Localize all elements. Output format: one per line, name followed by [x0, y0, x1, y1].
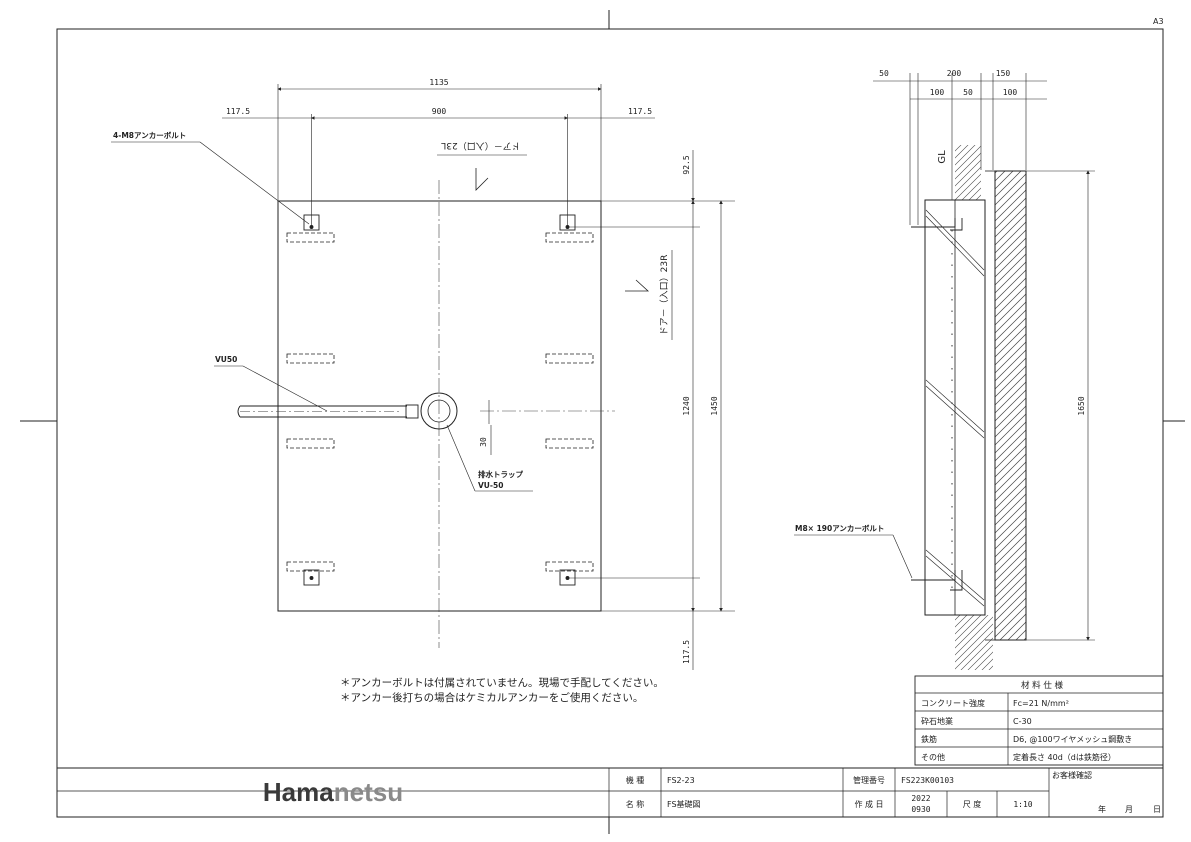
confirm-day: 日 [1153, 805, 1161, 814]
date-value-year: 2022 [911, 794, 930, 803]
section-dim-sub-a: 100 [930, 88, 945, 97]
section-dim-height: 1650 [1077, 396, 1086, 415]
spec-table-title: 材 料 仕 様 [1021, 680, 1064, 691]
dim-anchor-span: 900 [432, 107, 447, 116]
dim-side-right: 117.5 [628, 107, 652, 116]
door-swing-right-icon [625, 279, 650, 292]
dim-overall-height: 1450 [710, 396, 719, 415]
dim-inner-height: 1240 [682, 396, 691, 415]
company-logo-accent: netsu [334, 777, 403, 807]
spec-row-label: コンクリート強度 [921, 698, 985, 708]
dim-bottom-margin: 117.5 [682, 640, 691, 664]
door-swing-top-icon [475, 168, 489, 191]
date-label: 作 成 日 [854, 799, 883, 809]
confirm-month: 月 [1125, 805, 1133, 814]
section-view: 50 200 150 100 50 100 GL [794, 69, 1095, 670]
dim-overall-width: 1135 [429, 78, 448, 87]
rebar-pads [286, 232, 594, 572]
section-wall [994, 170, 1027, 641]
company-logo: Hamanetsu [263, 777, 403, 807]
drain-pipe [237, 404, 419, 419]
mgmt-value: FS223K00103 [901, 776, 954, 785]
section-dim-sub-c: 100 [1003, 88, 1018, 97]
plan-top-dimensions [222, 87, 655, 120]
sheet-size-label: A3 [1153, 17, 1164, 26]
company-logo-main: Hama [263, 777, 334, 807]
name-value: FS基礎図 [667, 799, 701, 809]
spec-row-label: 砕石地業 [921, 716, 953, 726]
mgmt-label: 管理番号 [853, 775, 885, 785]
scale-value: 1:10 [1013, 800, 1032, 809]
spec-row-value: Fc=21 N/mm² [1013, 699, 1069, 708]
door-label-right: ドア－（入口）23R [659, 255, 670, 336]
door-label-top: ドア－（入口）23L [441, 140, 520, 151]
dim-side-left: 117.5 [226, 107, 250, 116]
date-value-day: 0930 [911, 805, 930, 814]
anchor-bolt-bottom-icon [911, 570, 963, 591]
spec-row-label: 鉄筋 [921, 734, 937, 744]
section-dim-middle: 200 [947, 69, 962, 78]
gl-label: GL [937, 150, 948, 164]
sheet-border [20, 10, 1185, 834]
soil-hatch-bottom [955, 615, 993, 670]
section-bolt-label: M8× 190アンカーボルト [795, 523, 884, 533]
section-dim-left: 50 [879, 69, 889, 78]
spec-row-label: その他 [921, 752, 945, 762]
note-line-2: ＊アンカー後打ちの場合はケミカルアンカーをご使用ください。 [340, 691, 643, 704]
scale-label: 尺 度 [963, 799, 982, 809]
trap-label-type: VU-50 [478, 481, 503, 490]
confirm-year: 年 [1098, 804, 1106, 814]
trap-label-title: 排水トラップ [478, 469, 523, 479]
spec-row-value: C-30 [1013, 717, 1032, 726]
title-block [57, 767, 1163, 817]
spec-row-value: D6, @100ワイヤメッシュ鋼敷き [1013, 734, 1132, 744]
anchor-bolt-label: 4-M8アンカーボルト [113, 130, 186, 140]
dim-trap-offset: 30 [479, 437, 488, 447]
spec-row-value: 定着長さ 40d（dは鉄筋径） [1013, 752, 1116, 762]
anchor-bolt-top-icon [911, 218, 963, 231]
model-label: 機 種 [626, 775, 645, 785]
name-label: 名 称 [626, 799, 645, 809]
plan-right-dimensions [691, 150, 723, 670]
section-dim-right: 150 [996, 69, 1011, 78]
soil-hatch-top [955, 145, 981, 200]
customer-confirm-label: お客様確認 [1052, 770, 1092, 780]
dim-top-margin: 92.5 [682, 155, 691, 174]
plan-view: 1135 900 117.5 117.5 92.5 1240 1450 117.… [111, 78, 735, 704]
model-value: FS2-23 [667, 776, 695, 785]
drain-trap-icon [420, 392, 458, 430]
pipe-label: VU50 [215, 355, 237, 364]
material-spec-table [914, 675, 1164, 766]
section-dim-sub-b: 50 [963, 88, 973, 97]
note-line-1: ＊アンカーボルトは付属されていません。現場で手配してください。 [340, 676, 664, 689]
